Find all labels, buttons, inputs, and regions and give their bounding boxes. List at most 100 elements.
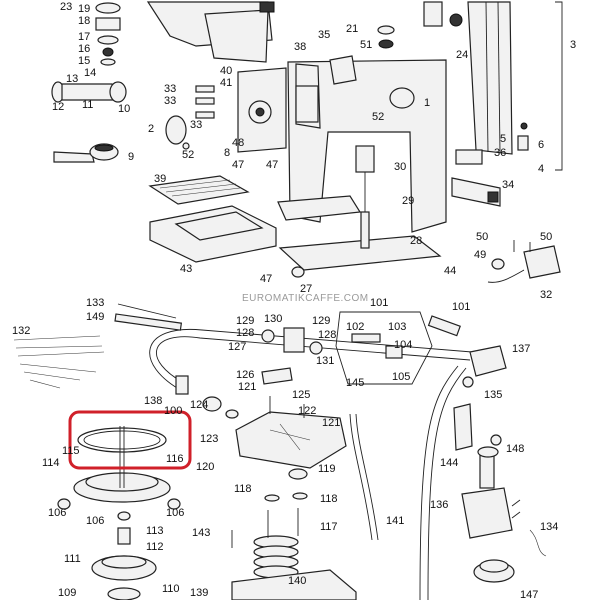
label-51: 51 bbox=[360, 39, 372, 51]
label-40: 40 bbox=[220, 65, 232, 77]
switch-panel bbox=[295, 85, 319, 123]
cup-grid bbox=[148, 175, 250, 205]
label-118b: 118 bbox=[320, 493, 338, 505]
group-box-101 bbox=[335, 311, 433, 385]
label-43: 43 bbox=[180, 263, 192, 275]
label-139: 139 bbox=[190, 587, 208, 599]
label-39: 39 bbox=[154, 173, 166, 185]
label-133: 133 bbox=[86, 297, 104, 309]
label-47b: 47 bbox=[266, 159, 278, 171]
label-49: 49 bbox=[474, 249, 486, 261]
label-125: 125 bbox=[292, 389, 310, 401]
label-17: 17 bbox=[78, 31, 90, 43]
screw-33a bbox=[195, 85, 215, 93]
label-5: 5 bbox=[500, 133, 506, 145]
label-130: 130 bbox=[264, 313, 282, 325]
part-36 bbox=[455, 149, 483, 165]
valve-knob bbox=[449, 13, 463, 27]
label-3: 3 bbox=[570, 39, 576, 51]
label-18: 18 bbox=[78, 15, 90, 27]
label-36: 36 bbox=[494, 147, 506, 159]
label-8: 8 bbox=[224, 147, 230, 159]
label-129a: 129 bbox=[236, 315, 254, 327]
part-21 bbox=[377, 25, 395, 35]
label-117: 117 bbox=[320, 521, 338, 533]
label-1: 1 bbox=[424, 97, 430, 109]
bracket-3 bbox=[555, 1, 563, 171]
label-41: 41 bbox=[220, 77, 232, 89]
label-106c: 106 bbox=[86, 515, 104, 527]
label-30: 30 bbox=[394, 161, 406, 173]
label-101a: 101 bbox=[370, 297, 388, 309]
label-126: 126 bbox=[236, 369, 254, 381]
label-113: 113 bbox=[146, 525, 164, 537]
label-135: 135 bbox=[484, 389, 502, 401]
part-labels: 23 18 19 17 16 15 14 13 12 11 10 9 2 52 … bbox=[12, 1, 576, 600]
label-35: 35 bbox=[318, 29, 330, 41]
label-29: 29 bbox=[402, 195, 414, 207]
label-115: 115 bbox=[62, 445, 80, 457]
label-122: 122 bbox=[298, 405, 316, 417]
label-44: 44 bbox=[444, 265, 456, 277]
label-118a: 118 bbox=[234, 483, 252, 495]
label-33c: 33 bbox=[190, 119, 202, 131]
knob-2 bbox=[165, 115, 187, 145]
label-119: 119 bbox=[318, 463, 336, 475]
label-147: 147 bbox=[520, 589, 538, 600]
tank-lid bbox=[204, 9, 269, 63]
label-102: 102 bbox=[346, 321, 364, 333]
label-27: 27 bbox=[300, 283, 312, 295]
boiler-base bbox=[231, 569, 357, 600]
label-103: 103 bbox=[388, 321, 406, 333]
label-144: 144 bbox=[440, 457, 458, 469]
label-12: 12 bbox=[52, 101, 64, 113]
label-132: 132 bbox=[12, 325, 30, 337]
heating-element bbox=[253, 508, 299, 579]
label-10: 10 bbox=[118, 103, 130, 115]
label-106b: 106 bbox=[166, 507, 184, 519]
label-140: 140 bbox=[288, 575, 306, 587]
label-21: 21 bbox=[346, 23, 358, 35]
foot-27 bbox=[291, 266, 305, 278]
rod-149 bbox=[114, 313, 183, 331]
label-2: 2 bbox=[148, 123, 154, 135]
label-100: 100 bbox=[164, 405, 182, 417]
label-143: 143 bbox=[192, 527, 210, 539]
label-33b: 33 bbox=[164, 95, 176, 107]
valve-top bbox=[423, 1, 443, 27]
label-137: 137 bbox=[512, 343, 530, 355]
label-11: 11 bbox=[82, 99, 93, 111]
label-24: 24 bbox=[456, 49, 468, 61]
label-149: 149 bbox=[86, 311, 104, 323]
label-148: 148 bbox=[506, 443, 524, 455]
label-138: 138 bbox=[144, 395, 162, 407]
label-105: 105 bbox=[392, 371, 410, 383]
label-38: 38 bbox=[294, 41, 306, 53]
tank-cap bbox=[259, 1, 275, 13]
gasket-18 bbox=[95, 2, 121, 14]
label-121b: 121 bbox=[322, 417, 340, 429]
label-129b: 129 bbox=[312, 315, 330, 327]
label-104: 104 bbox=[394, 339, 412, 351]
label-23: 23 bbox=[60, 1, 72, 13]
label-4: 4 bbox=[538, 163, 544, 175]
label-32: 32 bbox=[540, 289, 552, 301]
hose-loop bbox=[156, 336, 471, 385]
shower-plate-109 bbox=[107, 587, 141, 600]
label-14: 14 bbox=[84, 67, 96, 79]
label-9: 9 bbox=[128, 151, 134, 163]
label-111: 111 bbox=[64, 553, 81, 565]
tray-insert bbox=[277, 195, 362, 221]
label-28: 28 bbox=[410, 235, 422, 247]
label-19: 19 bbox=[78, 3, 90, 15]
label-123: 123 bbox=[200, 433, 218, 445]
thermostat-130 bbox=[283, 327, 305, 353]
portafilter bbox=[53, 151, 95, 163]
label-33a: 33 bbox=[164, 83, 176, 95]
label-109: 109 bbox=[58, 587, 76, 599]
part-124 bbox=[202, 396, 222, 412]
wires-132 bbox=[13, 335, 105, 389]
label-128b: 128 bbox=[318, 329, 336, 341]
